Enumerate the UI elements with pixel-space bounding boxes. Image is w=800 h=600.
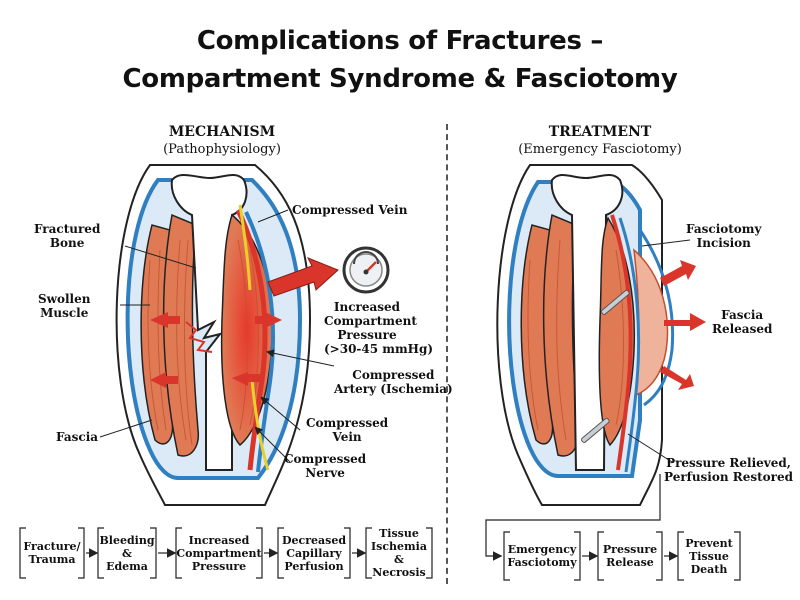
- treatment-limb: [496, 164, 706, 506]
- muscle-left-inner: [162, 213, 200, 457]
- section-divider: [446, 124, 448, 584]
- mechanism-heading: MECHANISM: [168, 124, 276, 140]
- pressure-gauge-icon: [342, 246, 390, 294]
- treatment-heading: TREATMENT: [548, 124, 652, 140]
- release-arrows-outward: [660, 260, 706, 390]
- label-fascia: Fascia: [56, 430, 99, 444]
- flow-step-bleeding: Bleeding& Edema: [99, 533, 155, 573]
- title-line-1: Complications of Fractures –: [196, 26, 604, 56]
- scalpel-icon-upper: [601, 289, 630, 315]
- title-line-2: Compartment Syndrome & Fasciotomy: [122, 64, 678, 94]
- pressure-arrows-inward: [150, 312, 282, 388]
- compressed-artery: [235, 208, 268, 471]
- treatment-subheading: (Emergency Fasciotomy): [518, 142, 682, 157]
- flow-step-fracture: Fracture/Trauma: [23, 540, 81, 566]
- label-compressed-vein-top: Compressed Vein: [292, 203, 408, 217]
- label-increased-pressure: Increased Compartment Pressure (>30-45 m…: [324, 300, 434, 356]
- mechanism-subheading: (Pathophysiology): [163, 142, 281, 157]
- label-pressure-relieved: Pressure Relieved,Perfusion Restored: [664, 456, 794, 484]
- pressure-arrow-outward: [267, 257, 339, 297]
- mechanism-limb: [99, 164, 390, 506]
- scalpel-icon-lower: [581, 417, 610, 443]
- flow-connectors: [19, 474, 741, 581]
